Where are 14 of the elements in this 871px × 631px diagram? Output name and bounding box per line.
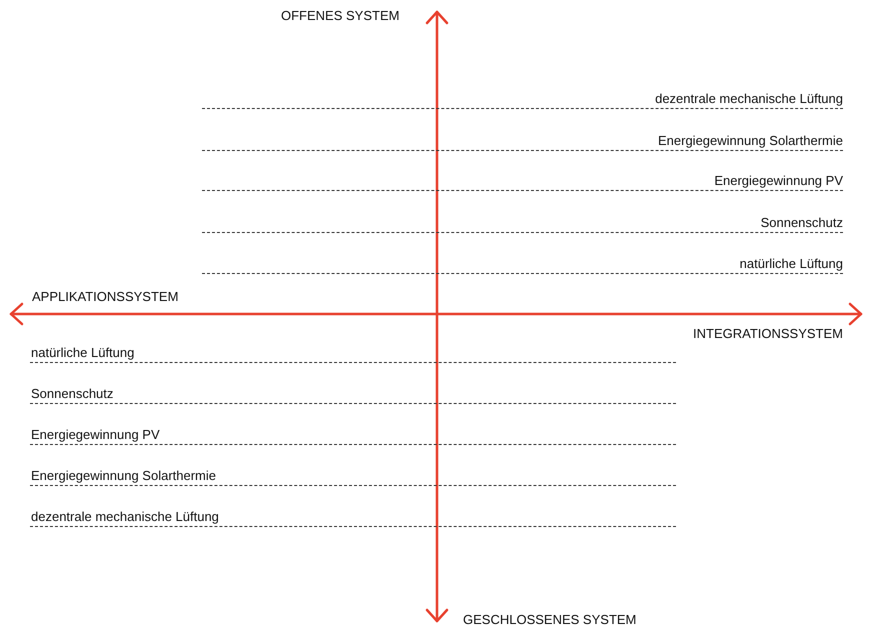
category-label: natürliche Lüftung: [740, 256, 843, 272]
category-label: Energiegewinnung Solarthermie: [31, 468, 216, 484]
category-label: Energiegewinnung PV: [31, 427, 160, 443]
axis-label: INTEGRATIONSSYSTEM: [693, 326, 843, 342]
category-label: Energiegewinnung Solarthermie: [658, 133, 843, 149]
category-label: dezentrale mechanische Lüftung: [31, 509, 219, 525]
category-label: natürliche Lüftung: [31, 345, 134, 361]
axis-label: OFFENES SYSTEM: [281, 8, 400, 24]
category-label: Energiegewinnung PV: [714, 173, 843, 189]
category-label: Sonnenschutz: [760, 215, 843, 231]
axis-label: APPLIKATIONSSYSTEM: [32, 289, 178, 305]
axis-label: GESCHLOSSENES SYSTEM: [463, 612, 636, 628]
category-label: Sonnenschutz: [31, 386, 114, 402]
category-label: dezentrale mechanische Lüftung: [655, 91, 843, 107]
